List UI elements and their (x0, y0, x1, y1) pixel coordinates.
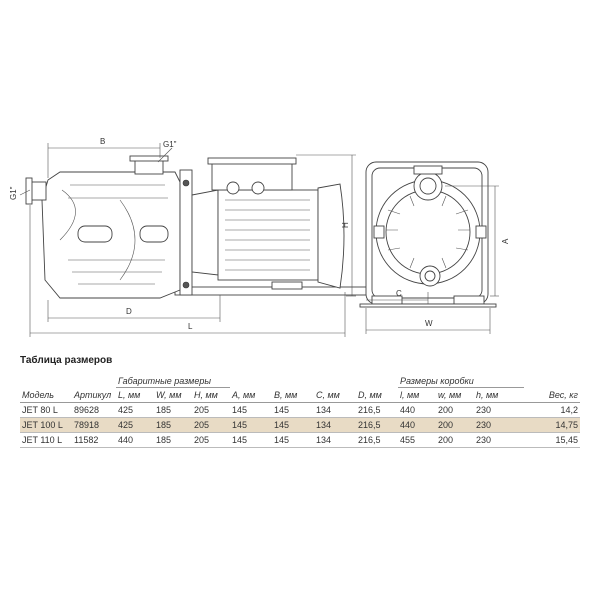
cell-model: JET 80 L (20, 402, 72, 418)
table-header-row: Модель Артикул L, мм W, мм H, мм A, мм B… (20, 387, 580, 403)
cell-w: 185 (154, 417, 192, 433)
cell-a: 145 (230, 402, 272, 418)
col-header-h-overall: H, мм (192, 387, 230, 403)
cell-l: 425 (116, 402, 154, 418)
col-header-w-box: w, мм (436, 387, 474, 403)
cell-article: 89628 (72, 402, 116, 418)
dimension-lines (19, 143, 499, 337)
cell-d: 216,5 (356, 402, 398, 418)
dim-label-c: C (396, 289, 402, 298)
cell-weight: 14,75 (524, 417, 580, 433)
col-header-l-overall: L, мм (116, 387, 154, 403)
cell-h: 205 (192, 402, 230, 418)
group-header-overall: Габаритные размеры (116, 374, 230, 388)
dim-label-w: W (425, 319, 433, 328)
table-row: JET 110 L 11582 440 185 205 145 145 134 … (20, 432, 580, 448)
cell-box-h: 230 (474, 417, 524, 433)
cell-article: 78918 (72, 417, 116, 433)
cell-l: 440 (116, 432, 154, 448)
table-header-group-row: Габаритные размеры Размеры коробки (20, 374, 580, 388)
col-header-weight: Вес, кг (524, 387, 580, 403)
pump-dimension-drawing: B G1" G1" D L H A C W (9, 137, 510, 337)
cell-w: 185 (154, 402, 192, 418)
dim-label-d: D (126, 307, 132, 316)
cell-c: 134 (314, 417, 356, 433)
col-header-c: C, мм (314, 387, 356, 403)
col-header-w-overall: W, мм (154, 387, 192, 403)
cell-b: 145 (272, 432, 314, 448)
cell-h: 205 (192, 417, 230, 433)
table-row: JET 80 L 89628 425 185 205 145 145 134 2… (20, 402, 580, 418)
cell-box-h: 230 (474, 402, 524, 418)
cell-h: 205 (192, 432, 230, 448)
col-header-l-box: l, мм (398, 387, 436, 403)
cell-box-w: 200 (436, 402, 474, 418)
cell-d: 216,5 (356, 417, 398, 433)
cell-box-h: 230 (474, 432, 524, 448)
cell-a: 145 (230, 432, 272, 448)
cell-model: JET 110 L (20, 432, 72, 448)
cell-l: 425 (116, 417, 154, 433)
cell-box-w: 200 (436, 432, 474, 448)
pump-front-view (359, 161, 497, 308)
cell-c: 134 (314, 402, 356, 418)
dim-label-g1-top: G1" (163, 140, 177, 149)
cell-w: 185 (154, 432, 192, 448)
dimensions-table: Габаритные размеры Размеры коробки Модел… (20, 374, 580, 448)
col-header-h-box: h, мм (474, 387, 524, 403)
col-header-a: A, мм (230, 387, 272, 403)
group-header-box: Размеры коробки (398, 374, 524, 388)
cell-box-l: 440 (398, 402, 436, 418)
col-header-b: B, мм (272, 387, 314, 403)
pump-side-view (25, 155, 376, 299)
dim-label-a: A (501, 238, 510, 244)
cell-b: 145 (272, 402, 314, 418)
cell-b: 145 (272, 417, 314, 433)
table-row-highlighted: JET 100 L 78918 425 185 205 145 145 134 … (20, 417, 580, 433)
cell-article: 11582 (72, 432, 116, 448)
dim-label-g1-side: G1" (9, 186, 18, 200)
cell-model: JET 100 L (20, 417, 72, 433)
dim-label-b: B (100, 137, 105, 146)
cell-weight: 15,45 (524, 432, 580, 448)
cell-box-l: 455 (398, 432, 436, 448)
table-title: Таблица размеров (20, 355, 113, 366)
cell-d: 216,5 (356, 432, 398, 448)
col-header-model: Модель (20, 387, 72, 403)
cell-c: 134 (314, 432, 356, 448)
cell-a: 145 (230, 417, 272, 433)
cell-weight: 14,2 (524, 402, 580, 418)
col-header-article: Артикул (72, 387, 116, 403)
col-header-d: D, мм (356, 387, 398, 403)
dim-label-l: L (188, 322, 193, 331)
cell-box-w: 200 (436, 417, 474, 433)
dim-label-h: H (341, 222, 350, 228)
cell-box-l: 440 (398, 417, 436, 433)
